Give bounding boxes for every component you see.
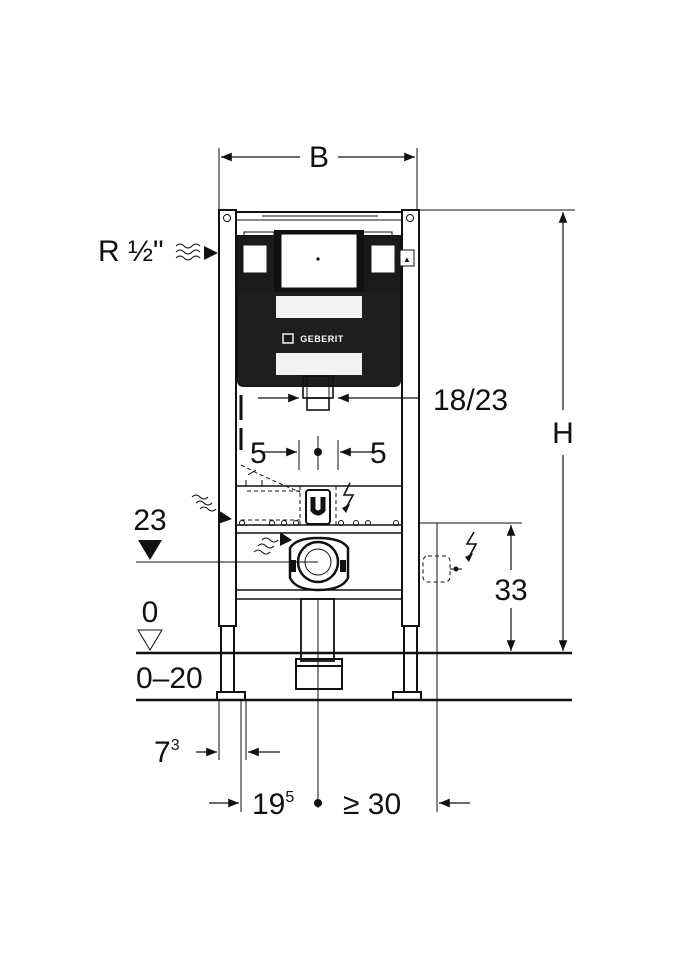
- concealed-cistern: ▲ GEBERIT: [237, 230, 415, 411]
- height-label: H: [552, 417, 574, 450]
- axis-distance-label: 195: [252, 788, 294, 821]
- socket-height-label: 33: [494, 574, 527, 607]
- drain-outlet-label: 18/23: [433, 384, 508, 417]
- drain-outlet-dimension: 18/23: [258, 384, 508, 417]
- socket-distance-label: ≥ 30: [343, 788, 401, 821]
- socket-height-dimension: 33: [419, 522, 528, 651]
- water-icon: [253, 532, 292, 555]
- floor-level-label: 0: [142, 596, 159, 629]
- water-connection-label: R ½": [98, 235, 164, 268]
- axis-distance-dimension: 195 ≥ 30: [209, 788, 470, 821]
- width-label: B: [309, 141, 329, 174]
- offset-dimension: 5 5: [250, 436, 387, 470]
- water-icon: [191, 494, 232, 524]
- floor-range-label: 0–20: [136, 662, 203, 695]
- axis-lines: [218, 598, 319, 812]
- offset-left-label: 5: [250, 437, 267, 470]
- width-dimension: B: [218, 141, 418, 210]
- height-dimension: H: [419, 209, 575, 651]
- offset-right-label: 5: [370, 437, 387, 470]
- flush-bend: [240, 464, 337, 525]
- foot-depth-dimension: 73: [154, 736, 280, 769]
- floor-level-marker: 0 0–20: [136, 596, 572, 702]
- drain-height-label: 23: [133, 504, 166, 537]
- water-connection: R ½": [98, 235, 218, 268]
- drain-elbow: [288, 536, 350, 690]
- drain-height-marker: 23: [133, 504, 318, 563]
- electric-icon: [342, 482, 355, 513]
- svg-text:▲: ▲: [403, 255, 411, 264]
- socket-symbol: [422, 523, 462, 812]
- foot-depth-label: 73: [154, 736, 180, 769]
- brand-logo: GEBERIT: [300, 334, 344, 344]
- electric-icon: [465, 531, 478, 562]
